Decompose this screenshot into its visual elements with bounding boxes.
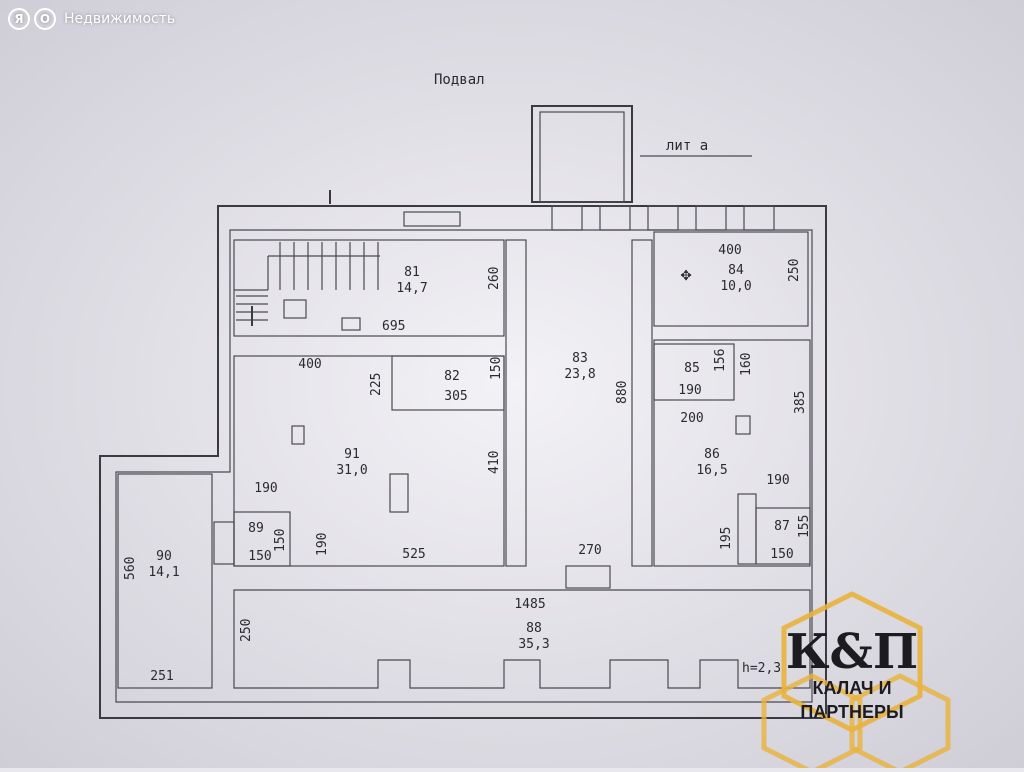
sink-icon: [341, 317, 361, 331]
room-81-number: 81: [404, 265, 420, 280]
door-83-88: [565, 565, 611, 589]
dim-160: 160: [739, 353, 754, 376]
dim-150-89: 150: [273, 529, 288, 552]
dim-156: 156: [713, 349, 728, 372]
watermark-line1: КАЛАЧ И: [812, 678, 891, 698]
logo-circle-1: Я: [8, 8, 30, 30]
room-87-number: 87: [774, 519, 790, 534]
dim-195: 195: [719, 527, 734, 550]
dim-525: 525: [402, 547, 425, 562]
room-90-outline: [117, 473, 213, 689]
room-91-outline: [233, 355, 505, 567]
logo-circle-2: О: [34, 8, 56, 30]
dim-250-left: 250: [239, 619, 254, 642]
dim-270: 270: [578, 543, 601, 558]
dim-155: 155: [797, 515, 812, 538]
room-89-area: 150: [248, 549, 271, 564]
outer-wall: [99, 205, 827, 719]
dim-190-89: 190: [315, 533, 330, 556]
room-83-number: 83: [572, 351, 588, 366]
dim-560: 560: [123, 557, 138, 580]
room-83-area: 23,8: [564, 367, 595, 382]
room-86-area: 16,5: [696, 463, 727, 478]
room-82-area: 305: [444, 389, 467, 404]
dim-385: 385: [793, 391, 808, 414]
dim-400-left: 400: [298, 357, 321, 372]
room-82-number: 82: [444, 369, 460, 384]
room-84-outline: [653, 231, 809, 327]
room-90-number: 90: [156, 549, 172, 564]
stairs: [234, 242, 380, 321]
dim-190-86: 190: [766, 473, 789, 488]
inner-wall-line: [115, 229, 813, 703]
room-84-number: 84: [728, 263, 744, 278]
room-91-area: 31,0: [336, 463, 367, 478]
room-89-door: [213, 521, 235, 565]
dim-400-top: 400: [718, 243, 741, 258]
height-note: h=2,3: [742, 661, 781, 676]
room-88-outline: [233, 589, 811, 689]
room-81-area: 14,7: [396, 281, 427, 296]
dim-150-mid: 150: [489, 357, 504, 380]
dim-250-right: 250: [787, 259, 802, 282]
watermark-logo: К&П КАЛАЧ И ПАРТНЕРЫ: [761, 591, 951, 772]
dim-880: 880: [615, 381, 630, 404]
watermark-line2: ПАРТНЕРЫ: [800, 702, 903, 722]
dim-1485: 1485: [514, 597, 545, 612]
room-87-area: 150: [770, 547, 793, 562]
toilet-icon: [283, 299, 307, 319]
top-windows: [403, 205, 775, 231]
room-89-number: 89: [248, 521, 264, 536]
central-wall-left: [505, 239, 527, 567]
room-85-area: 190: [678, 383, 701, 398]
room-91-fixture-2: [389, 473, 409, 513]
room-91-fixture-1: [291, 425, 305, 445]
dim-200: 200: [680, 411, 703, 426]
room-90-area: 14,1: [148, 565, 179, 580]
dim-225: 225: [369, 373, 384, 396]
dim-190-91: 190: [254, 481, 277, 496]
source-badge[interactable]: Я О Недвижимость: [8, 8, 175, 30]
room-84-area: 10,0: [720, 279, 751, 294]
dim-260: 260: [487, 267, 502, 290]
central-wall-right: [631, 239, 653, 567]
room-91-number: 91: [344, 447, 360, 462]
room-86-outline: [653, 339, 811, 567]
dim-695: 695: [382, 319, 405, 334]
room-86-fixture: [735, 415, 751, 435]
annex-inner: [539, 111, 625, 203]
move-cursor-icon: ✥: [681, 264, 692, 285]
watermark-monogram: К&П: [786, 624, 918, 680]
source-badge-label: Недвижимость: [64, 11, 176, 27]
annex-label: лит а: [666, 138, 708, 154]
dim-410: 410: [487, 451, 502, 474]
room-86-number: 86: [704, 447, 720, 462]
room-88-area: 35,3: [518, 637, 549, 652]
room-81-outline: [233, 239, 505, 337]
room-87-door: [737, 493, 757, 565]
room-85-number: 85: [684, 361, 700, 376]
floor-title: Подвал: [434, 72, 485, 88]
room-88-number: 88: [526, 621, 542, 636]
dim-251: 251: [150, 669, 173, 684]
